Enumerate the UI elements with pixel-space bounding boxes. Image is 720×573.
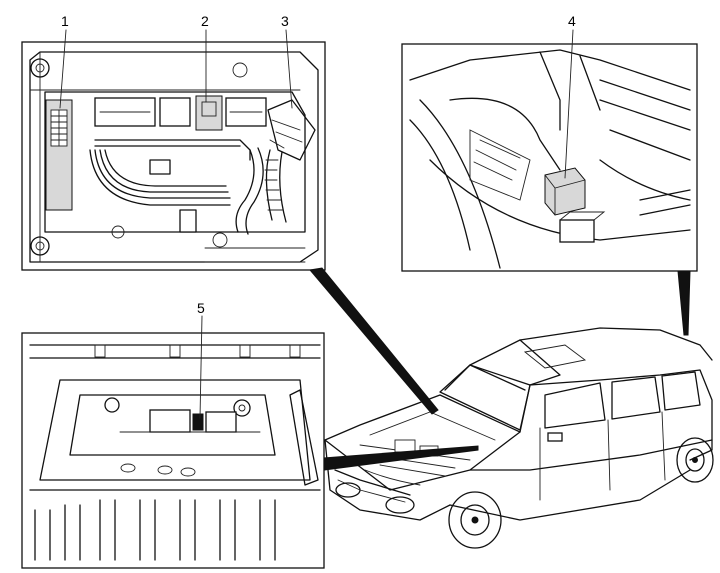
callout-3: 3 xyxy=(281,13,289,29)
inset-frame-rear xyxy=(21,332,325,569)
callout-leaders xyxy=(59,29,574,419)
component-4-relay xyxy=(544,167,606,243)
car-illustration xyxy=(324,327,714,549)
callout-4: 4 xyxy=(568,13,576,29)
pointer-rear-to-car xyxy=(323,445,479,471)
component-3-harness-connector xyxy=(264,99,316,223)
callout-1: 1 xyxy=(61,13,69,29)
rear-wheel xyxy=(676,437,714,483)
pointer-fender-to-car xyxy=(677,270,691,336)
inset-frame-fender xyxy=(401,43,698,272)
component-2-connectors xyxy=(94,95,267,131)
component-5-module xyxy=(119,409,261,433)
front-wheel xyxy=(448,491,502,549)
callout-5: 5 xyxy=(197,300,205,316)
inset-rear-compartment xyxy=(21,332,325,569)
inset-engine-compartment xyxy=(21,41,326,271)
callout-2: 2 xyxy=(201,13,209,29)
pointer-engine-to-car xyxy=(309,267,439,415)
inset-fender-relay xyxy=(401,43,698,272)
wiring-harness xyxy=(89,139,264,235)
